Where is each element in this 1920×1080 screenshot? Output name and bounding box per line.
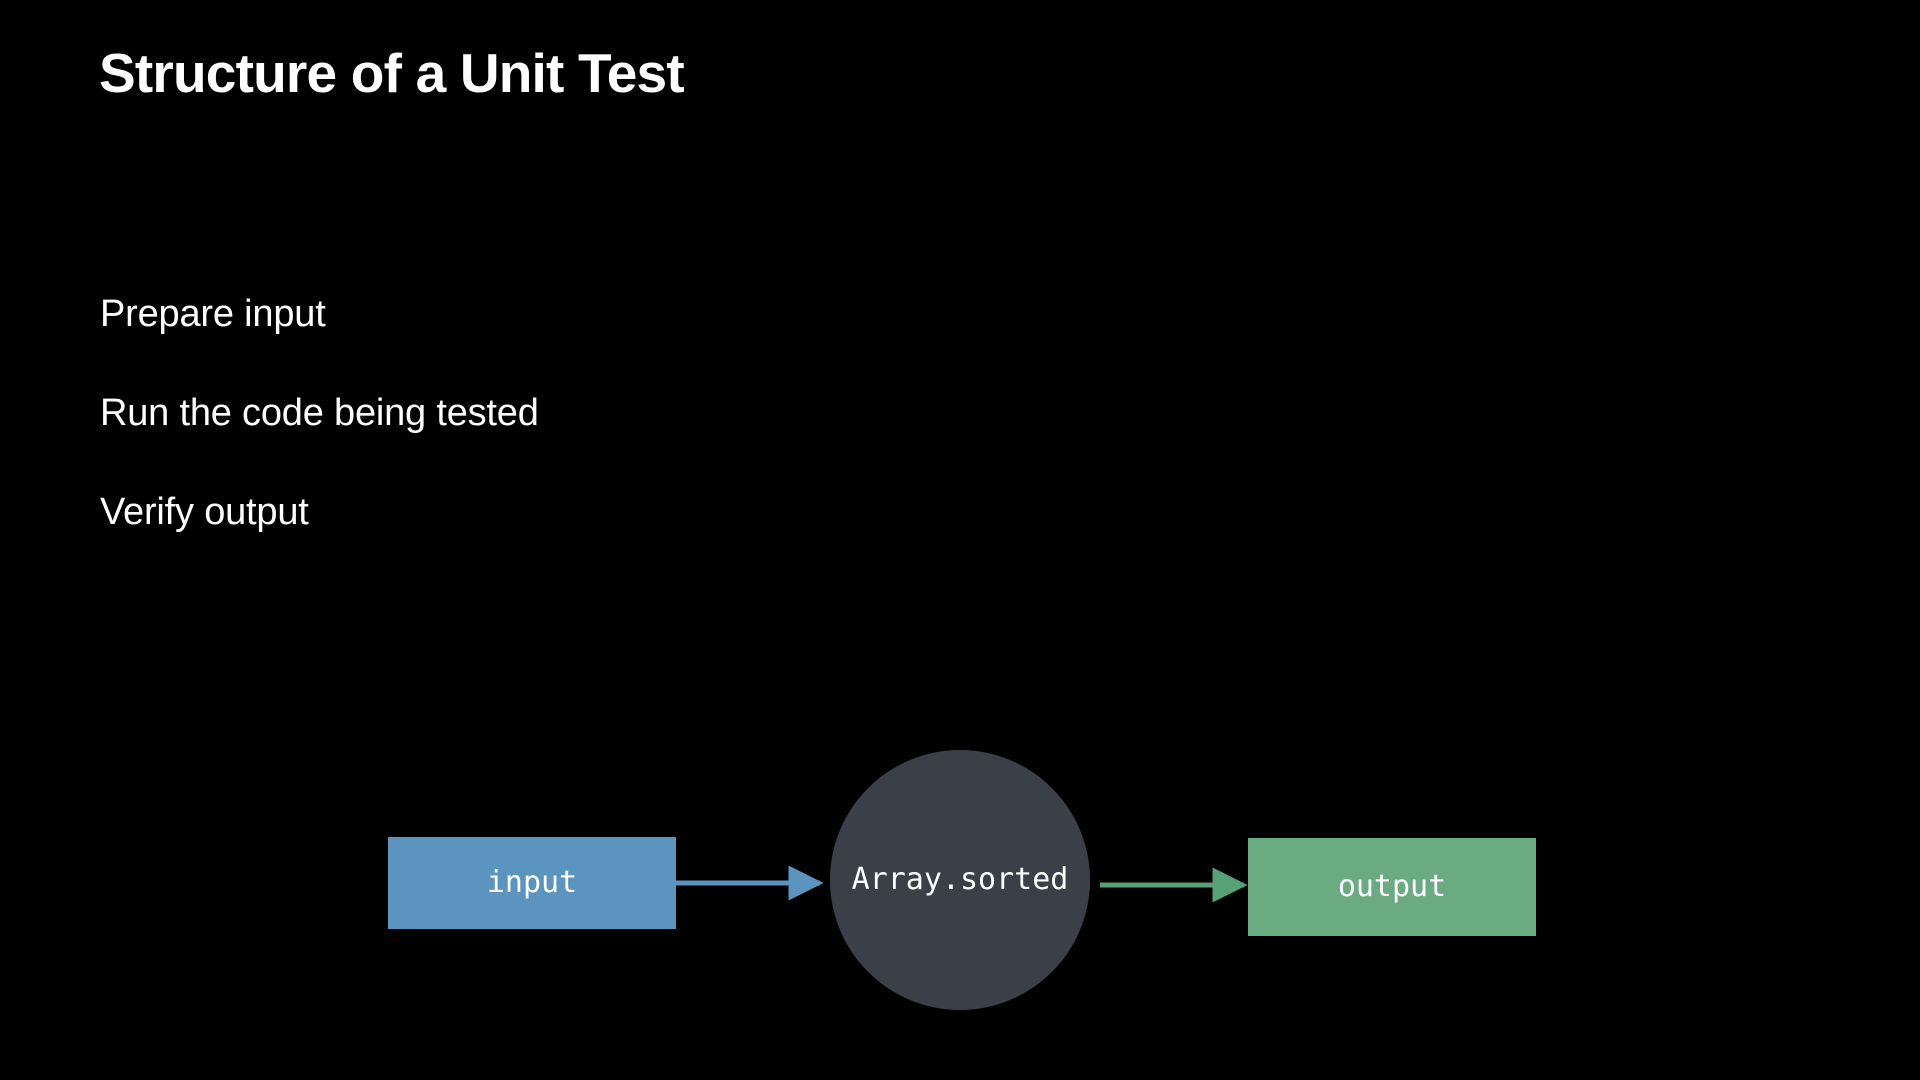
node-input-label: input <box>486 865 578 900</box>
steps-list: Prepare input Run the code being tested … <box>100 295 1000 531</box>
step-item-3: Verify output <box>100 491 309 533</box>
node-process[interactable]: Array.sorted <box>830 750 1090 1010</box>
node-input[interactable]: input <box>388 837 676 929</box>
page-title: Structure of a Unit Test <box>99 42 685 104</box>
node-output-label: output <box>1337 869 1447 904</box>
node-output[interactable]: output <box>1248 838 1536 936</box>
step-item-2: Run the code being tested <box>100 392 539 434</box>
step-item-1: Prepare input <box>100 293 326 335</box>
node-process-label: Array.sorted <box>851 862 1069 897</box>
